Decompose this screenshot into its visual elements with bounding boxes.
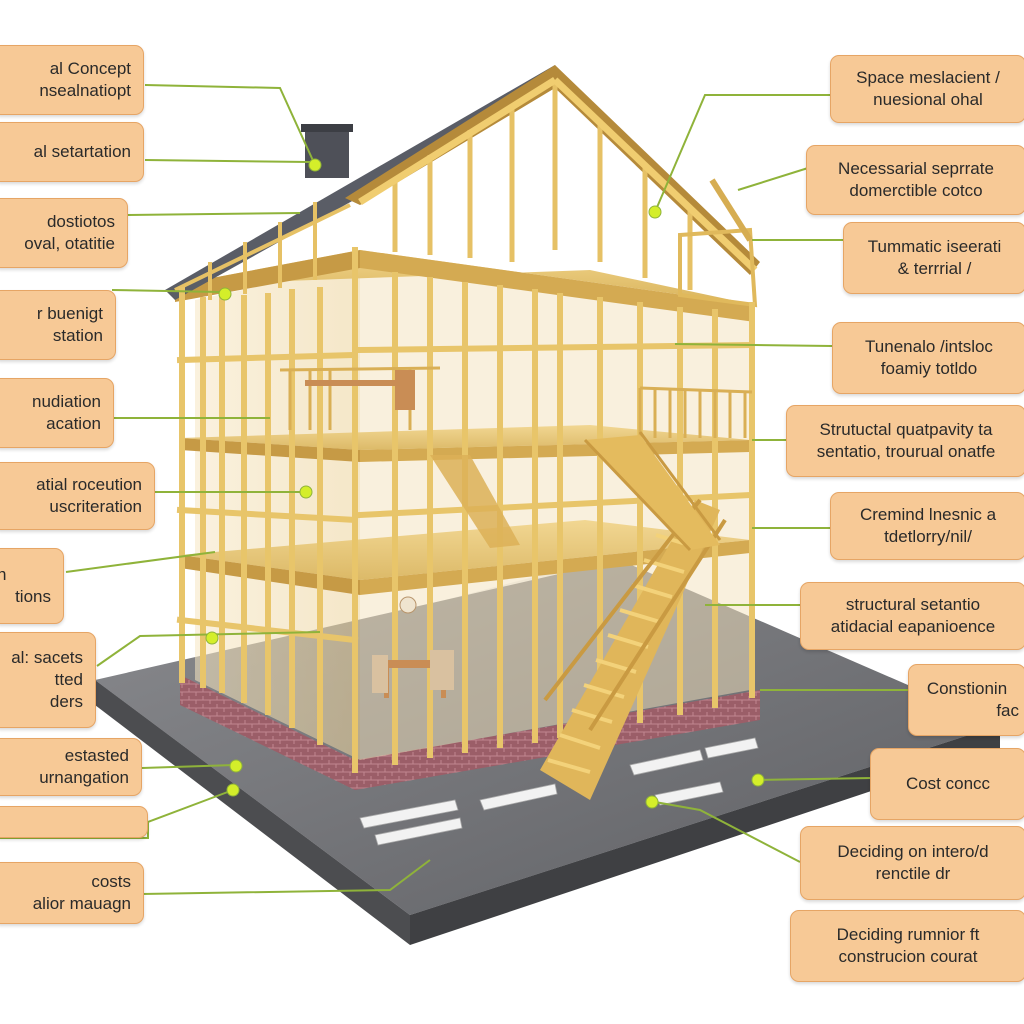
callout-left-1-line-2: nsealnatiopt — [39, 81, 131, 100]
callout-right-11: Deciding rumnior ft construcion courat — [790, 910, 1024, 982]
callout-right-7: structural setantio atidacial eapanioenc… — [800, 582, 1024, 650]
callout-left-3: dostiotos oval, otatitie — [0, 198, 128, 268]
callout-left-5: nudiation acation — [0, 378, 114, 448]
callout-right-4-line-2: foamiy totldo — [880, 359, 978, 378]
callout-left-11-line-2: alior mauagn — [32, 894, 131, 913]
callout-left-3-line-1: dostiotos — [46, 212, 115, 231]
callout-left-8-line-1: al: sacets — [11, 648, 83, 667]
callout-left-4: r buenigt station — [0, 290, 116, 360]
callout-right-6-line-1: Cremind lnesnic a — [859, 505, 997, 524]
callout-left-9-line-2: urnangation — [39, 768, 129, 787]
callout-right-4: Tunenalo /intsloc foamiy totldo — [832, 322, 1024, 394]
callout-left-1-line-1: al Concept — [49, 59, 131, 78]
callout-left-8-line-3: ders — [49, 692, 83, 711]
callout-left-6-line-1: atial roceution — [36, 475, 142, 494]
callout-right-6-line-2: tdetlorry/nil/ — [884, 527, 972, 546]
callout-right-7-line-2: atidacial eapanioence — [830, 617, 996, 636]
callout-left-10 — [0, 806, 148, 838]
callout-right-6: Cremind lnesnic a tdetlorry/nil/ — [830, 492, 1024, 560]
callout-right-1-line-2: nuesional ohal — [873, 90, 983, 109]
callout-left-1: al Concept nsealnatiopt — [0, 45, 144, 115]
roof — [165, 65, 760, 308]
exterior-staircase — [430, 431, 727, 800]
callout-right-5: Strutuctal quatpavity ta sentatio, trour… — [786, 405, 1024, 477]
callout-left-8: al: sacets tted ders — [0, 632, 96, 728]
callout-right-9-line-1: Cost concc — [905, 774, 991, 793]
callout-right-5-line-2: sentatio, trourual onatfe — [816, 442, 996, 461]
callout-left-8-line-2: tted — [54, 670, 83, 689]
leader-lines — [0, 84, 910, 895]
callout-left-7: n tions — [0, 548, 64, 624]
callout-right-3-line-2: & terrrial / — [897, 259, 972, 278]
callout-right-7-line-1: structural setantio — [845, 595, 981, 614]
callout-right-10-line-2: renctile dr — [875, 864, 951, 883]
callout-left-2: al setartation — [0, 122, 144, 182]
callout-left-5-line-2: acation — [46, 414, 101, 433]
callout-right-9: Cost concc — [870, 748, 1024, 820]
callout-left-6-line-2: uscriteration — [49, 497, 142, 516]
callout-left-11: costs alior mauagn — [0, 862, 144, 924]
callout-right-4-line-1: Tunenalo /intsloc — [865, 337, 993, 356]
callout-left-7-line-1: n — [0, 564, 51, 586]
callout-right-3-line-1: Tummatic iseerati — [867, 237, 1002, 256]
callout-right-8-line-2: fac — [996, 701, 1019, 720]
callout-right-11-line-2: construcion courat — [838, 947, 978, 966]
leader-dots — [205, 158, 765, 809]
callout-left-4-line-2: station — [52, 326, 103, 345]
callout-right-2: Necessarial seprrate domerctible cotco — [806, 145, 1024, 215]
callout-left-4-line-1: r buenigt — [36, 304, 103, 323]
callout-right-2-line-1: Necessarial seprrate — [838, 159, 994, 178]
callout-right-2-line-2: domerctible cotco — [849, 181, 983, 200]
callout-left-9: estasted urnangation — [0, 738, 142, 796]
callout-left-2-line-1: al setartation — [33, 142, 131, 161]
dining-furniture — [305, 370, 454, 698]
callout-right-3: Tummatic iseerati & terrrial / — [843, 222, 1024, 294]
callout-left-7-line-2: tions — [15, 587, 51, 606]
callout-right-5-line-1: Strutuctal quatpavity ta — [819, 420, 993, 439]
callout-left-6: atial roceution uscriteration — [0, 462, 155, 530]
callout-left-5-line-1: nudiation — [31, 392, 101, 411]
callout-right-10-line-1: Deciding on intero/d — [837, 842, 989, 861]
callout-right-8: Constionin fac — [908, 664, 1024, 736]
callout-right-8-line-1: Constionin — [926, 679, 1008, 698]
callout-right-1-line-1: Space meslacient / — [856, 68, 1000, 87]
callout-right-10: Deciding on intero/d renctile dr — [800, 826, 1024, 900]
callout-right-1: Space meslacient / nuesional ohal — [830, 55, 1024, 123]
callout-left-9-line-1: estasted — [64, 746, 129, 765]
callout-left-3-line-2: oval, otatitie — [24, 234, 115, 253]
callout-right-11-line-1: Deciding rumnior ft — [836, 925, 980, 944]
callout-left-11-line-1: costs — [91, 872, 131, 891]
